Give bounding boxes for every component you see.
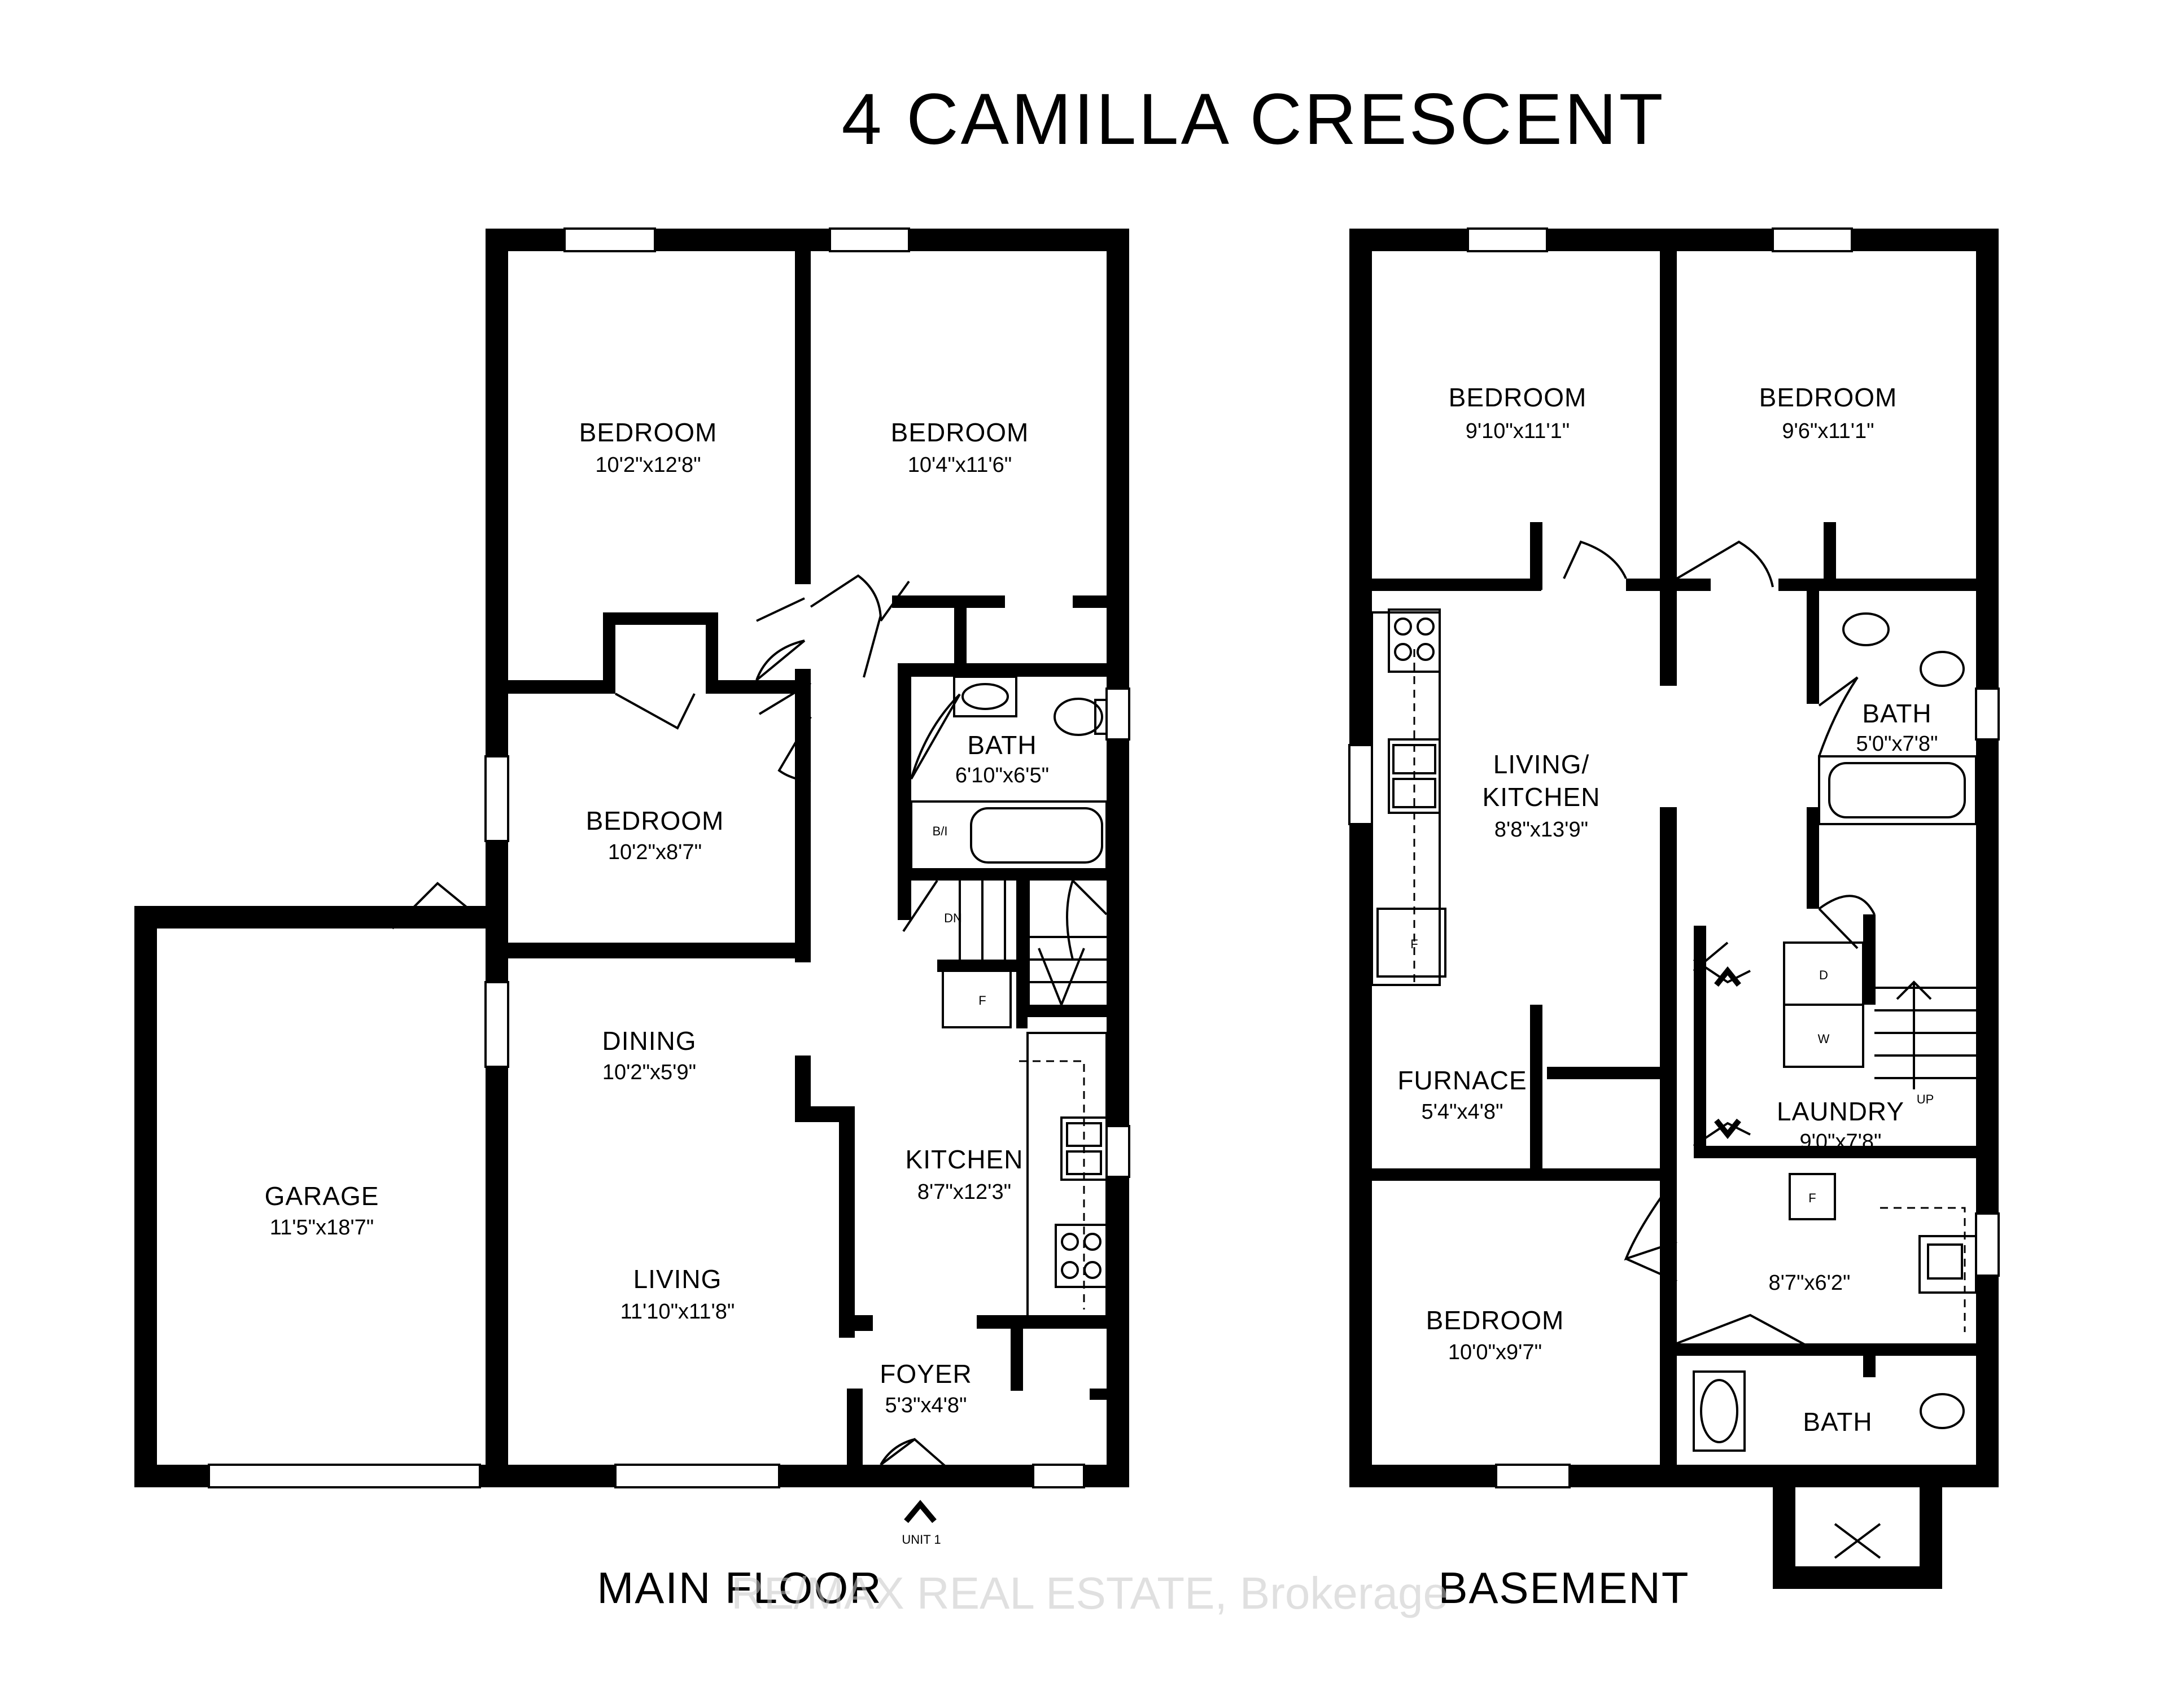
main-bedroom-b-dims: 10'4"x11'6" [908, 453, 1012, 477]
basement-doors [1563, 540, 1876, 1356]
base-washer-label: W [1818, 1032, 1830, 1046]
base-bedroom-a-name: BEDROOM [1449, 383, 1587, 412]
base-bath-a-dims: 5'0"x7'8" [1856, 732, 1938, 756]
basement-windows [1348, 227, 2000, 1488]
main-stair-label: DN [944, 911, 962, 925]
watermark: RE/MAX REAL ESTATE, Brokerage [731, 1568, 1448, 1618]
basement-label: BASEMENT [1438, 1563, 1689, 1613]
base-fridge-2-label: F [1808, 1191, 1816, 1205]
main-fridge-label: F [978, 993, 986, 1008]
main-garage-dims: 11'5"x18'7" [270, 1216, 374, 1240]
main-bedroom-c-name: BEDROOM [586, 806, 724, 835]
main-bedroom-a-dims: 10'2"x12'8" [595, 453, 701, 477]
base-dryer-label: D [1819, 968, 1828, 982]
main-dining-dims: 10'2"x5'9" [602, 1061, 696, 1084]
basement-stair-treads [1874, 980, 1976, 1089]
base-stair-label: UP [1917, 1092, 1934, 1106]
main-kitchen-name: KITCHEN [906, 1145, 1024, 1174]
main-bath-name: BATH [967, 730, 1037, 760]
main-floor-doors [391, 574, 1108, 1480]
main-foyer-dims: 5'3"x4'8" [885, 1394, 967, 1417]
plan-title: 4 CAMILLA CRESCENT [841, 79, 1665, 160]
main-floor-walls [134, 229, 1129, 1487]
base-bedroom-c-name: BEDROOM [1426, 1306, 1564, 1335]
main-floor-windows [208, 227, 1130, 1488]
base-bath-a-name: BATH [1862, 699, 1931, 728]
main-builtin-label: B/I [933, 824, 948, 838]
main-bath-dims: 6'10"x6'5" [955, 764, 1049, 787]
main-entrance-label: UNIT 1 [902, 1532, 941, 1547]
base-furnace-name: FURNACE [1397, 1066, 1527, 1095]
main-garage-name: GARAGE [265, 1181, 379, 1211]
base-bedroom-b-dims: 9'6"x11'1" [1782, 419, 1874, 443]
main-floor-fixtures [904, 676, 1108, 1523]
main-dining-name: DINING [602, 1026, 697, 1056]
base-laundry-name: LAUNDRY [1777, 1097, 1904, 1126]
base-bedroom-b-name: BEDROOM [1759, 383, 1898, 412]
base-laundry-dims: 9'0"x7'8" [1799, 1130, 1881, 1154]
main-stair-treads [959, 881, 1107, 1005]
base-fridge-label: F [1410, 937, 1418, 951]
main-bedroom-b-name: BEDROOM [891, 418, 1029, 447]
main-floor-labels: BEDROOM 10'2"x12'8" BEDROOM 10'4"x11'6" … [265, 418, 1050, 1547]
base-living-kitchen-line2: KITCHEN [1483, 782, 1601, 812]
base-bedroom-a-dims: 9'10"x11'1" [1466, 419, 1570, 443]
main-living-dims: 11'10"x11'8" [620, 1300, 735, 1324]
main-bedroom-a-name: BEDROOM [579, 418, 718, 447]
base-bedroom-c-dims: 10'0"x9'7" [1448, 1341, 1542, 1364]
main-bedroom-c-dims: 10'2"x8'7" [608, 840, 702, 864]
base-living-kitchen-dims: 8'8"x13'9" [1494, 818, 1588, 842]
basement-walls [1349, 229, 1999, 1589]
base-living-kitchen-line1: LIVING/ [1493, 750, 1590, 779]
base-furnace-dims: 5'4"x4'8" [1421, 1100, 1503, 1124]
main-foyer-name: FOYER [880, 1359, 972, 1389]
base-kitchenette-dims: 8'7"x6'2" [1768, 1271, 1850, 1295]
base-bath-b-name: BATH [1803, 1407, 1872, 1437]
main-floor-label: MAIN FLOOR [597, 1563, 882, 1613]
basement-labels: BEDROOM 9'10"x11'1" BEDROOM 9'6"x11'1" L… [1397, 383, 1938, 1437]
main-living-name: LIVING [633, 1264, 722, 1294]
basement-fixtures [1371, 608, 1977, 1559]
main-kitchen-dims: 8'7"x12'3" [917, 1180, 1011, 1204]
